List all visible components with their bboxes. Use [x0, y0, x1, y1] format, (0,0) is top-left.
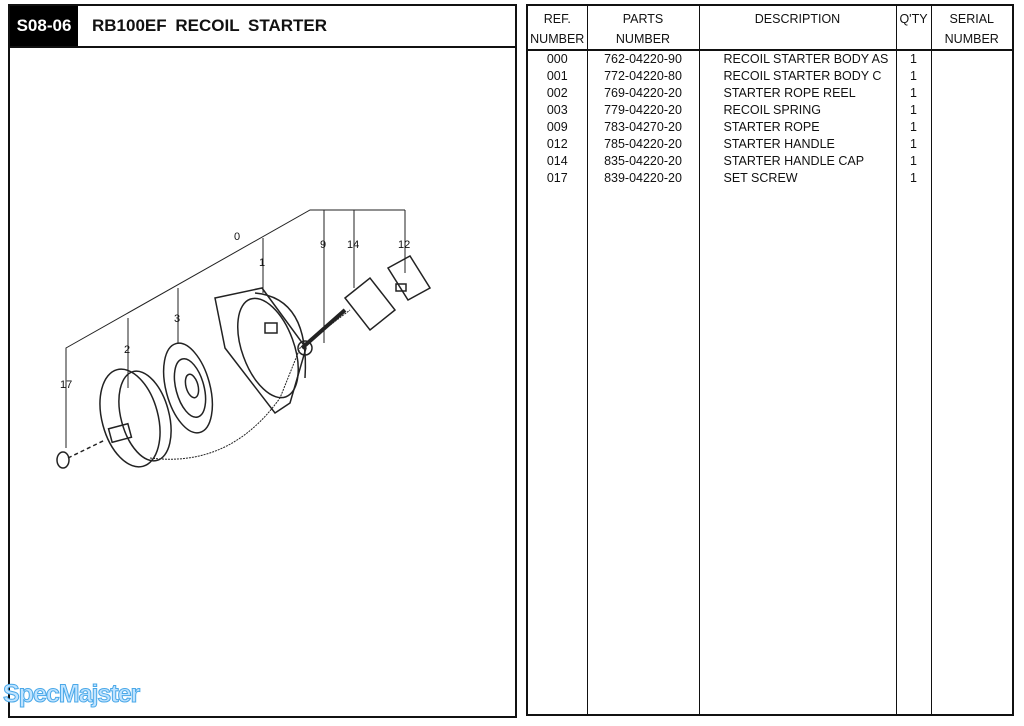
cell-part: 785-04220-20 — [586, 136, 700, 153]
watermark-logo: SpecMajster — [2, 680, 140, 709]
cell-qty: 1 — [895, 68, 932, 85]
cell-ref: 017 — [526, 170, 588, 187]
callout-14: 14 — [347, 239, 359, 251]
callout-12: 12 — [398, 239, 410, 251]
callout-2: 2 — [124, 344, 130, 356]
cell-qty: 1 — [895, 136, 932, 153]
cell-serial — [930, 85, 1014, 102]
recoil-starter-body — [214, 287, 307, 415]
diagram-panel: S08-06 RB100EF RECOIL STARTER — [8, 4, 517, 718]
page-title: RB100EF RECOIL STARTER — [92, 16, 328, 35]
cell-part: 772-04220-80 — [586, 68, 700, 85]
cell-desc: STARTER ROPE — [698, 119, 897, 136]
page-header: S08-06 RB100EF RECOIL STARTER — [10, 6, 515, 48]
exploded-parts-diagram: 0 1 9 14 12 3 2 17 — [56, 209, 432, 469]
cell-ref: 009 — [526, 119, 588, 136]
cell-serial — [930, 170, 1014, 187]
cell-qty: 1 — [895, 119, 932, 136]
cell-desc: RECOIL STARTER BODY AS — [698, 50, 897, 68]
cell-part: 769-04220-20 — [586, 85, 700, 102]
cell-desc: STARTER ROPE REEL — [698, 85, 897, 102]
cell-serial — [930, 153, 1014, 170]
empty-cell — [895, 187, 932, 715]
cell-desc: STARTER HANDLE CAP — [698, 153, 897, 170]
cell-ref: 002 — [526, 85, 588, 102]
cell-qty: 1 — [895, 102, 932, 119]
cell-ref: 001 — [526, 68, 588, 85]
callout-0: 0 — [234, 231, 240, 243]
cell-desc: STARTER HANDLE — [698, 136, 897, 153]
starter-rope — [149, 309, 351, 460]
cell-qty: 1 — [895, 85, 932, 102]
cell-part: 839-04220-20 — [586, 170, 700, 187]
cell-serial — [930, 136, 1014, 153]
recoil-spring — [162, 342, 214, 434]
cell-desc: SET SCREW — [698, 170, 897, 187]
cell-ref: 000 — [526, 50, 588, 68]
starter-rope-reel — [99, 368, 172, 468]
col-qty: Q'TY — [895, 5, 932, 51]
col-ref: REF.NUMBER — [526, 5, 588, 51]
empty-cell — [930, 187, 1014, 715]
section-code: S08-06 — [10, 6, 78, 46]
starter-handle-cap — [386, 255, 432, 301]
leader-group-line — [65, 209, 405, 394]
cell-ref: 012 — [526, 136, 588, 153]
empty-cell — [526, 187, 588, 715]
cell-ref: 003 — [526, 102, 588, 119]
callout-1: 1 — [259, 257, 265, 269]
cell-qty: 1 — [895, 170, 932, 187]
cell-part: 762-04220-90 — [586, 50, 700, 68]
set-screw — [56, 439, 106, 469]
cell-serial — [930, 102, 1014, 119]
cell-part: 783-04270-20 — [586, 119, 700, 136]
cell-serial — [930, 50, 1014, 68]
cell-serial — [930, 68, 1014, 85]
cell-part: 779-04220-20 — [586, 102, 700, 119]
cell-desc: RECOIL STARTER BODY C — [698, 68, 897, 85]
starter-handle — [297, 276, 397, 356]
cell-desc: RECOIL SPRING — [698, 102, 897, 119]
cell-qty: 1 — [895, 153, 932, 170]
cell-qty: 1 — [895, 50, 932, 68]
empty-cell — [698, 187, 897, 715]
callout-9: 9 — [320, 239, 326, 251]
col-desc: DESCRIPTION — [698, 5, 897, 51]
cell-serial — [930, 119, 1014, 136]
cell-part: 835-04220-20 — [586, 153, 700, 170]
callout-17: 17 — [60, 379, 72, 391]
empty-cell — [586, 187, 700, 715]
callout-3: 3 — [174, 313, 180, 325]
cell-ref: 014 — [526, 153, 588, 170]
